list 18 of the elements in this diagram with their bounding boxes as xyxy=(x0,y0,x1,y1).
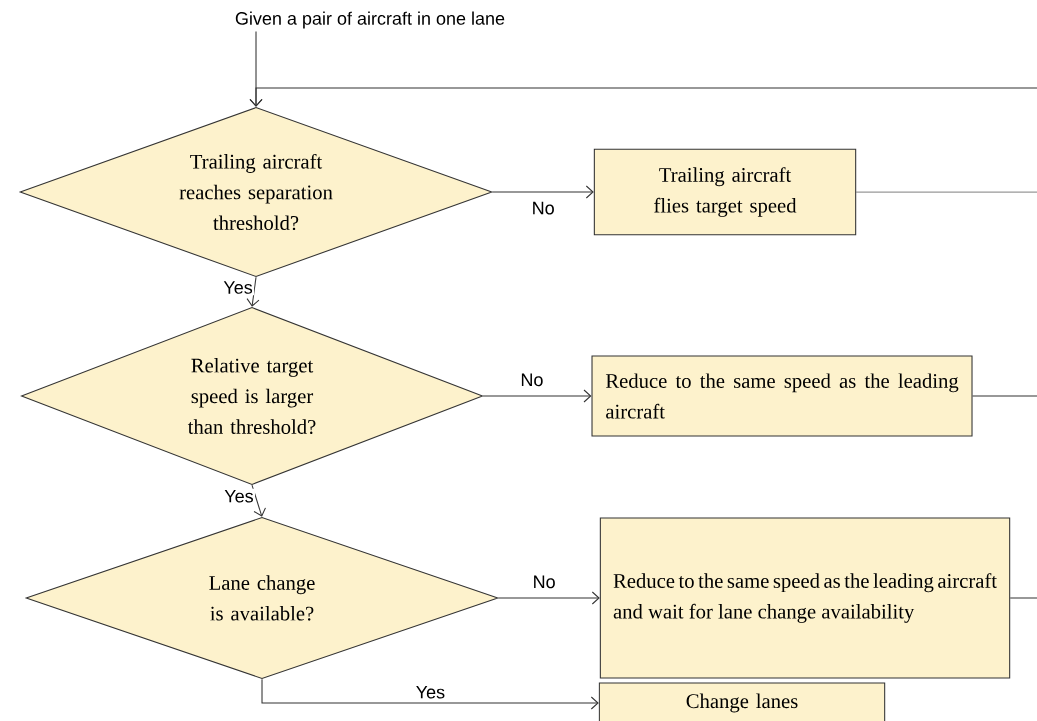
edge-label: No xyxy=(531,574,557,590)
edge-label: Yes xyxy=(222,488,255,504)
arrow xyxy=(261,678,599,710)
process-box: Change lanes xyxy=(598,682,886,721)
arrow xyxy=(249,87,1037,107)
arrow xyxy=(498,591,600,605)
arrow xyxy=(251,484,266,517)
process-box: Reduce to the same speed as the leading aircraft and wait for lane change availability xyxy=(599,517,1011,679)
arrow xyxy=(246,276,260,307)
start-label: Given a pair of aircraft in one lane xyxy=(235,11,505,29)
edge-label: No xyxy=(530,200,556,216)
process-box: Trailing aircraft flies target speed xyxy=(593,148,857,236)
process-box: Reduce to the same speed as the leading aircraft xyxy=(591,355,973,437)
arrow xyxy=(492,185,594,199)
edge-label: No xyxy=(519,372,545,388)
edge-label: Yes xyxy=(222,279,255,296)
edge-label: Yes xyxy=(414,684,447,700)
arrow xyxy=(482,389,592,403)
